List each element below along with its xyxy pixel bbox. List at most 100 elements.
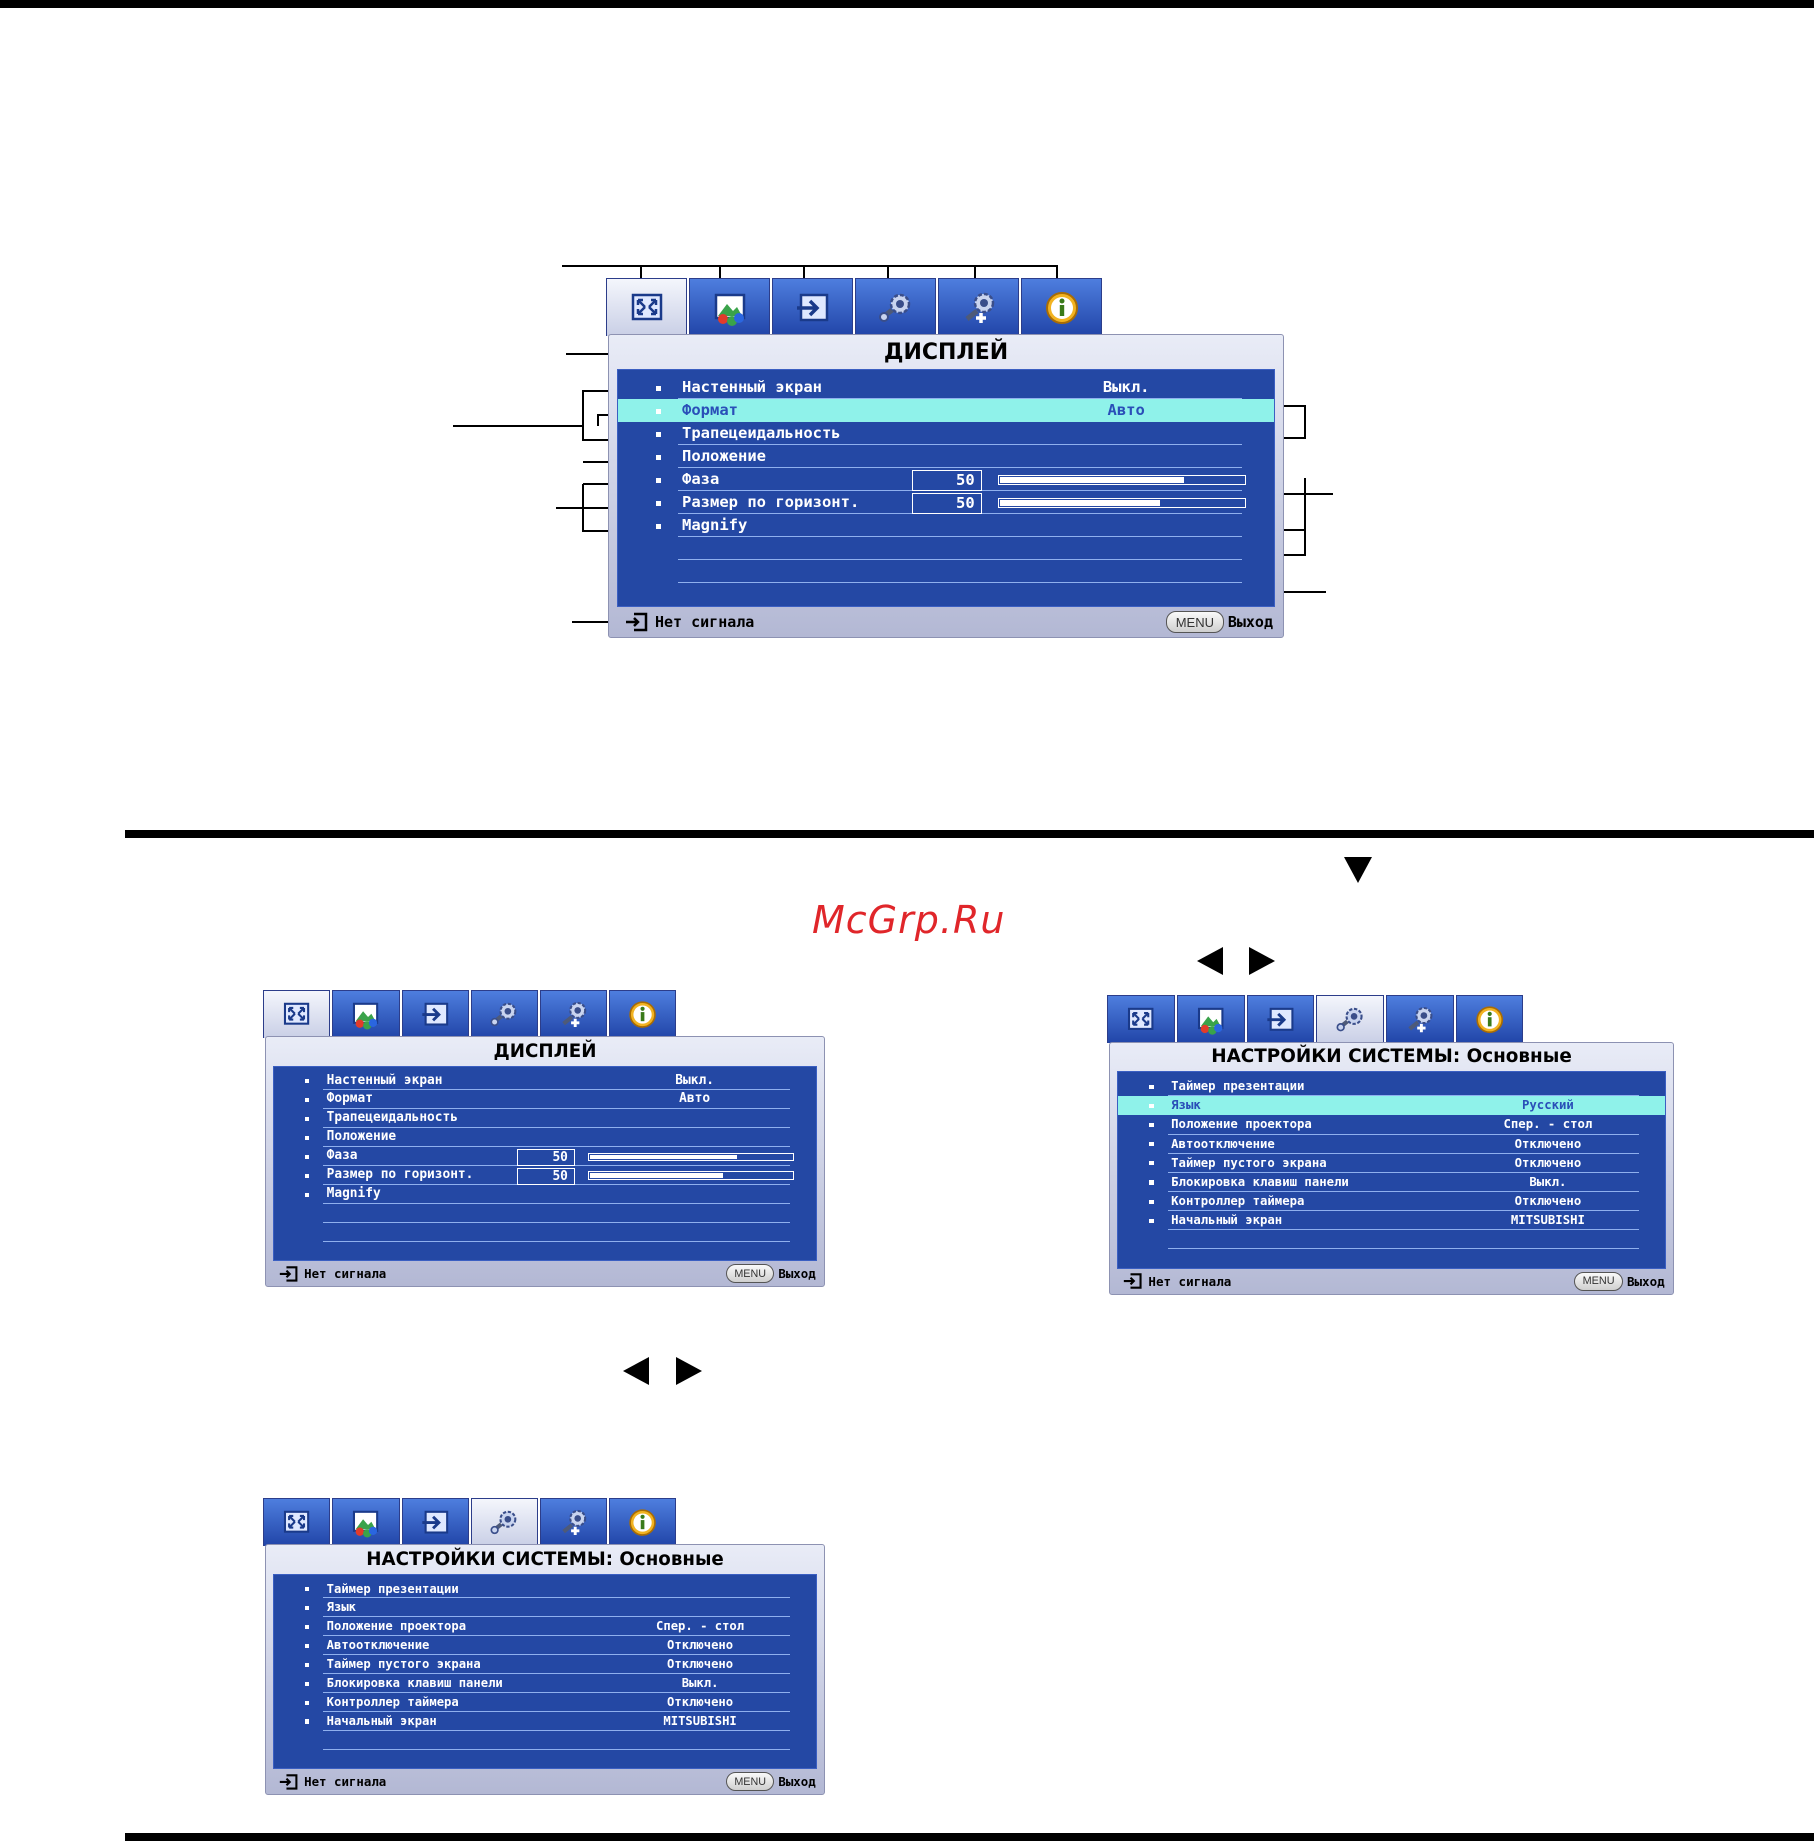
value-box: 50 bbox=[516, 1148, 575, 1167]
bullet-icon bbox=[656, 385, 661, 391]
tab-advanced-setup[interactable] bbox=[539, 1498, 607, 1547]
tab-picture[interactable] bbox=[332, 990, 400, 1039]
bullet-icon bbox=[305, 1116, 310, 1121]
slider-fill bbox=[999, 499, 1160, 506]
tab-display[interactable] bbox=[263, 990, 331, 1039]
tab-information[interactable] bbox=[1021, 278, 1102, 336]
bullet-icon bbox=[305, 1681, 310, 1686]
bullet-icon bbox=[1149, 1218, 1154, 1223]
menu-item[interactable]: Положение bbox=[618, 445, 1274, 468]
menu-tabs bbox=[263, 990, 678, 1039]
row-separator bbox=[323, 1692, 790, 1694]
menu-item-label: Положение проектора bbox=[326, 1619, 467, 1634]
row-separator bbox=[678, 467, 1242, 468]
tab-system-setup[interactable] bbox=[470, 1498, 538, 1547]
tab-system-setup[interactable] bbox=[470, 990, 538, 1039]
picture-icon bbox=[1198, 1007, 1224, 1035]
section-divider bbox=[125, 830, 1814, 838]
tab-information[interactable] bbox=[1455, 995, 1524, 1044]
left-arrow-icon bbox=[1197, 947, 1223, 975]
bullet-icon bbox=[305, 1173, 310, 1178]
menu-item[interactable]: Формат Авто bbox=[618, 399, 1274, 422]
menu-item-value: Выкл. bbox=[681, 1676, 719, 1691]
tab-advanced-setup[interactable] bbox=[938, 278, 1019, 336]
tab-picture[interactable] bbox=[689, 278, 770, 336]
slider-fill bbox=[590, 1154, 737, 1159]
menu-item[interactable]: Трапецеидальность bbox=[274, 1109, 817, 1129]
row-separator bbox=[323, 1654, 790, 1656]
tab-picture[interactable] bbox=[1177, 995, 1245, 1044]
level-slider[interactable] bbox=[997, 474, 1246, 485]
tab-display[interactable] bbox=[606, 278, 687, 336]
tab-advanced-setup[interactable] bbox=[539, 990, 607, 1039]
tab-source[interactable] bbox=[1246, 995, 1315, 1044]
tab-advanced-setup[interactable] bbox=[1386, 995, 1454, 1044]
display-icon bbox=[284, 1002, 310, 1025]
menu-item-label: Положение bbox=[326, 1129, 397, 1145]
signal-status: Нет сигнала bbox=[655, 613, 755, 631]
tab-source[interactable] bbox=[401, 1498, 469, 1547]
menu-item-value: Авто bbox=[1107, 401, 1145, 419]
bullet-icon bbox=[305, 1605, 310, 1611]
menu-item-label: Размер по горизонт. bbox=[682, 493, 860, 511]
source-icon bbox=[421, 1002, 448, 1026]
tab-display[interactable] bbox=[1107, 995, 1176, 1044]
menu-item[interactable]: Трапецеидальность bbox=[618, 422, 1274, 445]
tab-source[interactable] bbox=[401, 990, 469, 1039]
menu-item[interactable]: Язык bbox=[274, 1598, 817, 1618]
menu-item[interactable]: Размер по горизонт.50 bbox=[274, 1166, 817, 1186]
empty-row-line bbox=[678, 582, 1242, 583]
level-slider[interactable] bbox=[588, 1171, 794, 1180]
tab-system-setup[interactable] bbox=[1316, 995, 1385, 1044]
tab-information[interactable] bbox=[608, 1498, 676, 1547]
menu-item-label: Положение проектора bbox=[1171, 1117, 1312, 1132]
menu-item[interactable]: Таймер презентации bbox=[1118, 1077, 1666, 1097]
menu-item[interactable]: Таймер презентации bbox=[274, 1580, 817, 1599]
row-separator bbox=[678, 536, 1242, 537]
tab-source[interactable] bbox=[772, 278, 853, 336]
bullet-icon bbox=[1149, 1199, 1154, 1204]
menu-item-label: Формат bbox=[682, 401, 738, 419]
right-arrow-icon bbox=[1249, 947, 1275, 975]
level-slider[interactable] bbox=[588, 1152, 794, 1161]
tab-information[interactable] bbox=[608, 990, 676, 1039]
signal-status: Нет сигнала bbox=[304, 1266, 387, 1282]
menu-item[interactable]: Magnify bbox=[618, 514, 1274, 537]
menu-item[interactable]: Положение bbox=[274, 1128, 817, 1148]
menu-item[interactable]: Magnify bbox=[274, 1185, 817, 1204]
menu-item[interactable]: Размер по горизонт.50 bbox=[618, 491, 1274, 514]
level-slider[interactable] bbox=[997, 497, 1246, 508]
tab-display[interactable] bbox=[263, 1498, 331, 1547]
tab-picture[interactable] bbox=[332, 1498, 400, 1547]
information-icon bbox=[1045, 291, 1078, 324]
picture-icon bbox=[714, 293, 745, 326]
tab-system-setup[interactable] bbox=[855, 278, 936, 336]
